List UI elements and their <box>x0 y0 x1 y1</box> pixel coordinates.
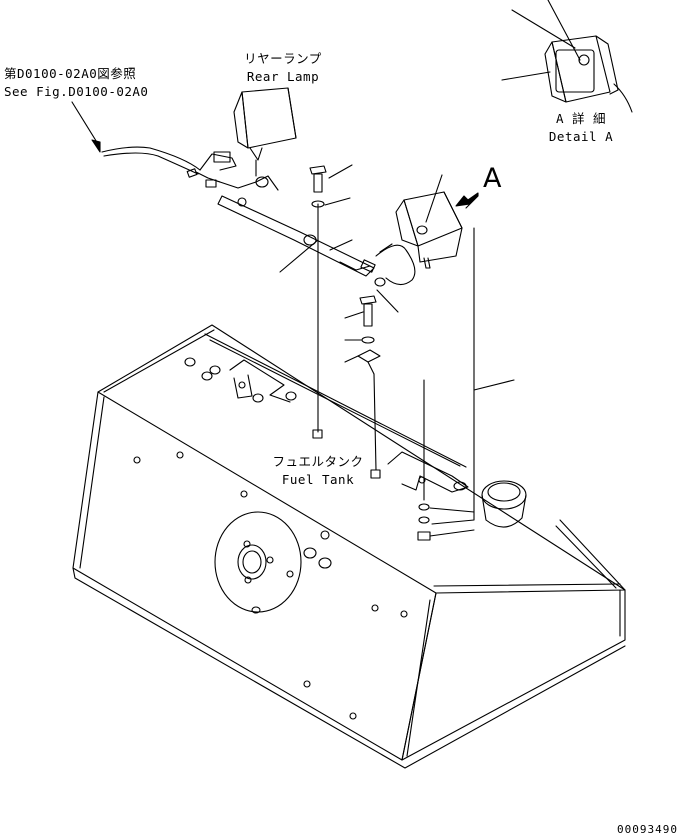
rear-lamp-right <box>395 191 463 269</box>
reference-label-jp: 第D0100-02A0図参照 <box>4 66 137 81</box>
leader-lines <box>71 101 515 537</box>
rear-lamp-label-jp: リヤーランプ <box>244 51 322 66</box>
tank-top-fittings <box>184 357 527 541</box>
reference-label-en: See Fig.D0100-02A0 <box>4 84 149 99</box>
tank-front-fittings <box>133 451 408 720</box>
drawing-number: 00093490 <box>617 823 678 836</box>
bolts-and-washers <box>309 165 381 479</box>
detail-a-label-jp: A 詳 細 <box>555 111 607 126</box>
view-arrow-a <box>455 192 479 209</box>
fuel-tank-label-jp: フュエルタンク <box>272 454 364 469</box>
fuel-tank-label-en: Fuel Tank <box>281 472 355 487</box>
detail-a-lamp <box>501 0 633 113</box>
view-a-label: A <box>483 163 502 194</box>
rear-lamp-label-en: Rear Lamp <box>246 69 320 84</box>
rear-lamp-left <box>101 87 416 287</box>
fuel-tank <box>72 324 626 769</box>
detail-a-label-en: Detail A <box>548 129 614 144</box>
